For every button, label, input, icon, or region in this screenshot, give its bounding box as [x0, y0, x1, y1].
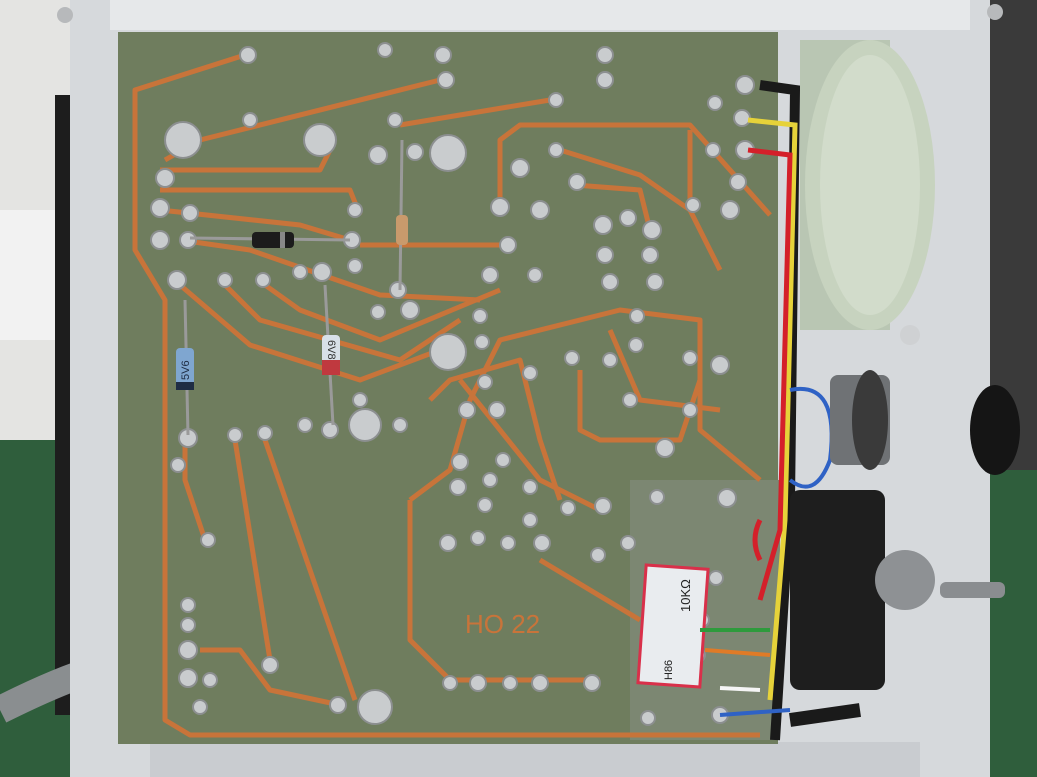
- front-knob: [970, 385, 1020, 475]
- panel-meter: [800, 40, 935, 330]
- solder-joints: [150, 42, 755, 726]
- potentiometer: [830, 370, 890, 470]
- diode-5v6: 5V6: [176, 299, 194, 436]
- resistor-small: [396, 139, 408, 291]
- resistor-10k: 10KΩ H86: [636, 563, 710, 689]
- wire-harness: [700, 80, 861, 741]
- diode-6v8: 6V8: [322, 284, 340, 426]
- board-label: HO 22: [465, 609, 540, 639]
- diode-6v8-label: 6V8: [325, 340, 337, 360]
- meter-screw: [900, 325, 920, 345]
- screw-top-right: [987, 4, 1003, 20]
- resistor-value: 10KΩ: [678, 579, 693, 612]
- toggle-switch-lever: [940, 582, 1005, 598]
- diode-black: [189, 232, 351, 248]
- screw-top-left: [57, 7, 73, 23]
- background-box: [0, 210, 60, 340]
- toggle-switch-body: [790, 490, 885, 690]
- diode-5v6-label: 5V6: [180, 360, 192, 380]
- frame-top: [110, 0, 970, 30]
- frame-bottom: [150, 742, 920, 777]
- resistor-code: H86: [663, 660, 675, 680]
- toggle-switch-nut: [875, 550, 935, 610]
